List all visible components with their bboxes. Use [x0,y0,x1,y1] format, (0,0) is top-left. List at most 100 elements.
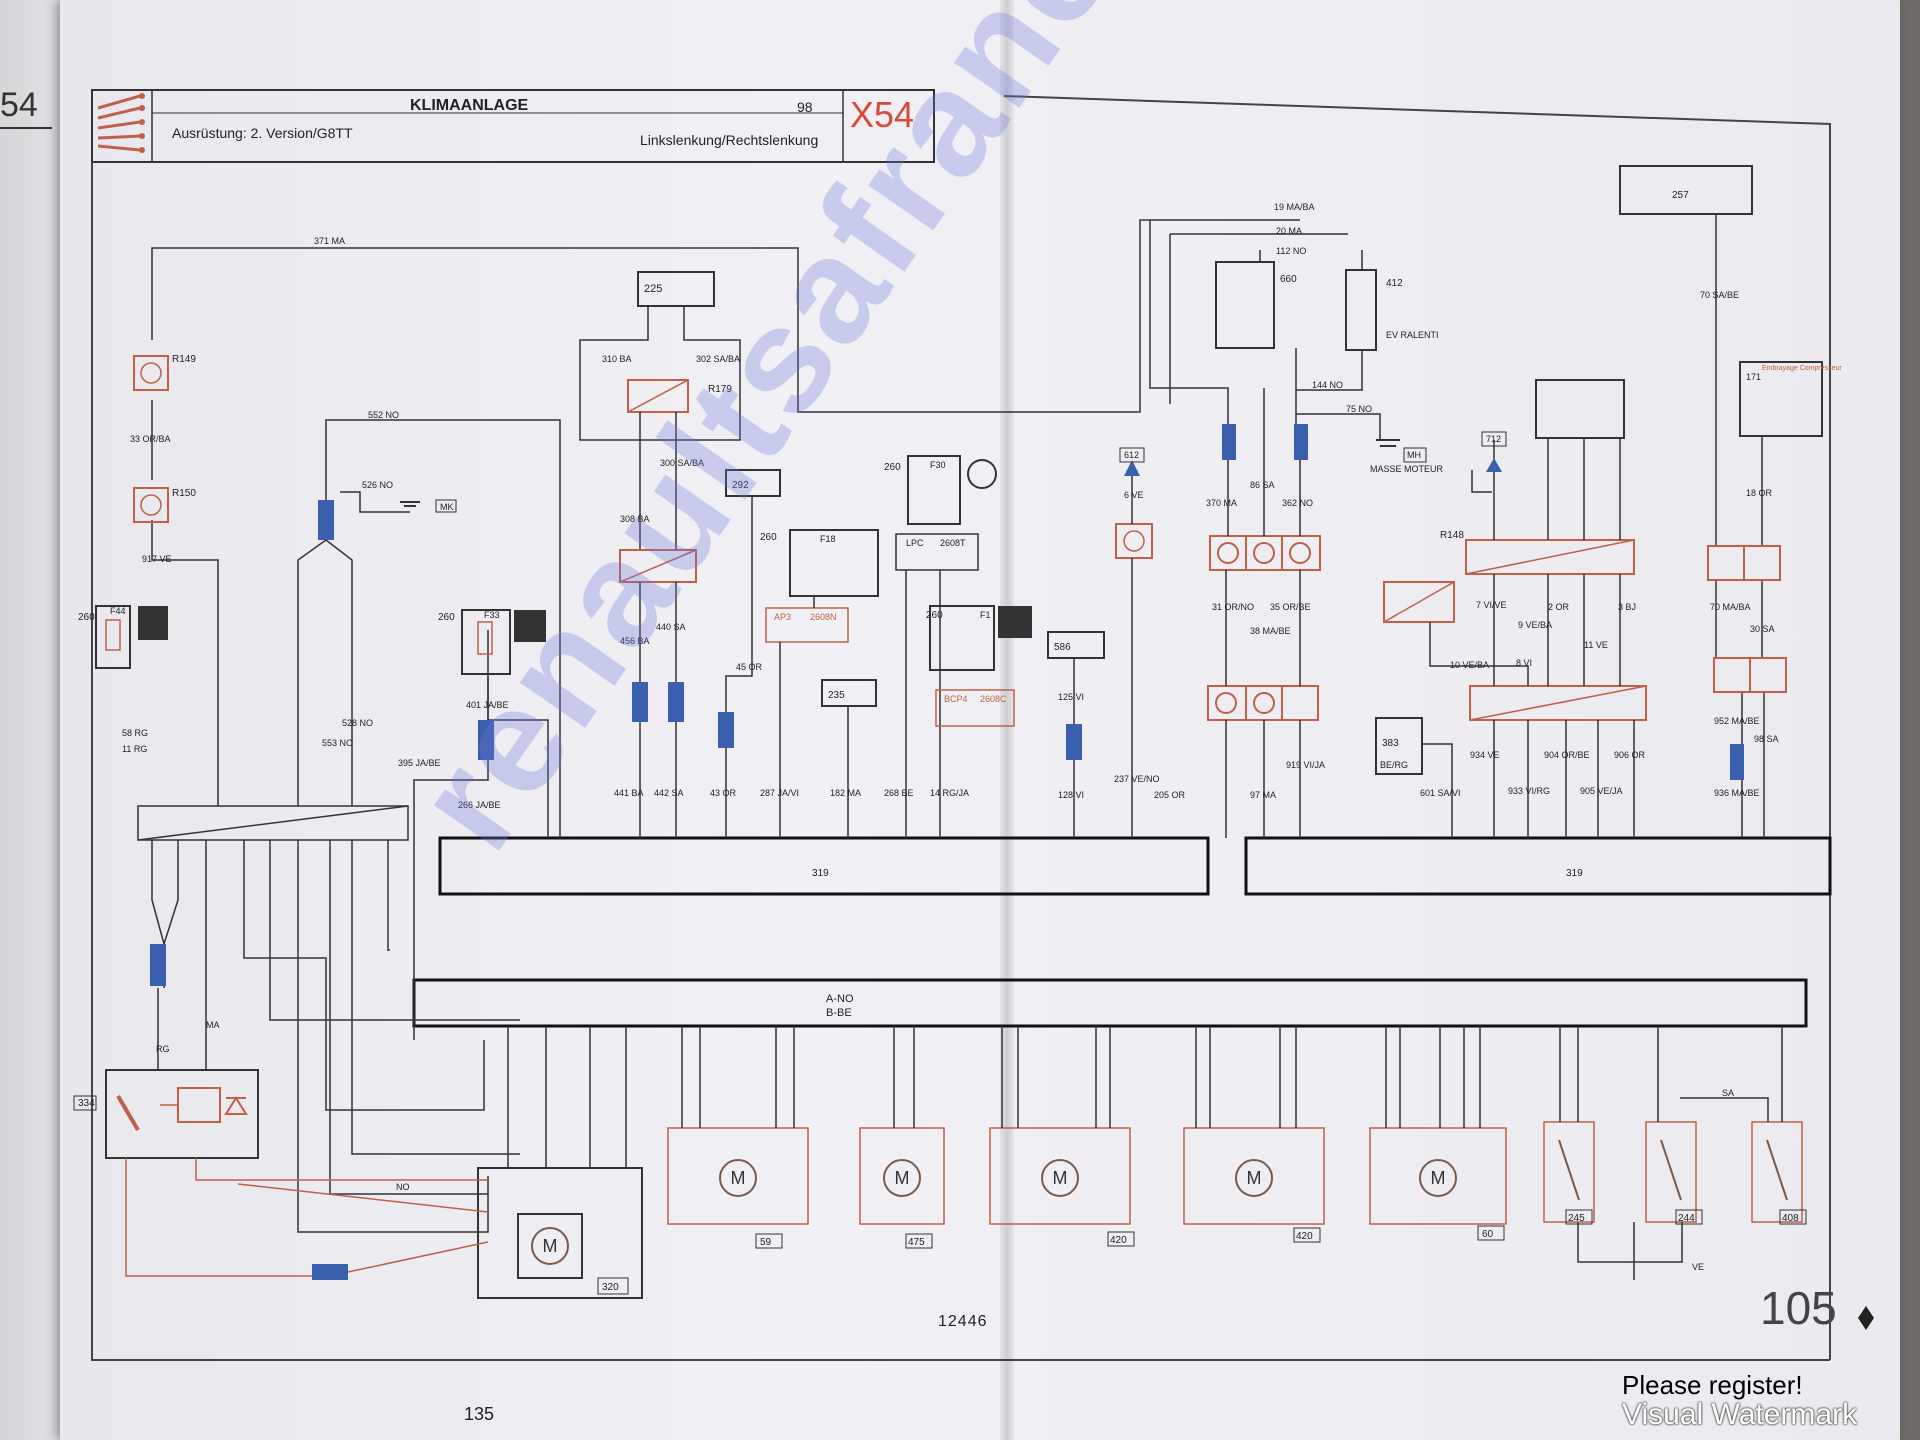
wire-label: 8 VI [1516,658,1532,668]
wire-label: 237 VE/NO [1114,774,1160,784]
component-number: 225 [644,283,662,295]
wire-label: 371 MA [314,236,345,246]
wire-label: 528 NO [342,718,373,728]
diagram-title: KLIMAANLAGE [410,97,529,114]
wire-label: 905 VE/JA [1580,786,1623,796]
steering-label: Linkslenkung/Rechtslenkung [640,132,818,148]
fuse-label: F44 [110,606,126,616]
component-number: 612 [1124,450,1139,460]
wire-label: 401 JA/BE [466,700,509,710]
wire-label: 933 VI/RG [1508,786,1550,796]
sensor-244 [1645,1121,1697,1223]
fuse-label: F30 [930,460,946,470]
wire-label: VE [1692,1262,1704,1272]
wire-label: 395 JA/BE [398,758,441,768]
connector-a-b [412,978,1808,1028]
component-number: 260 [760,532,777,543]
component-660 [1215,261,1275,349]
wire-label: 128 VI [1058,790,1084,800]
wire-label: 43 OR [710,788,737,798]
wire-label: 2 OR [1548,602,1570,612]
wire-label: 442 SA [654,788,684,798]
component-number: 383 [1382,738,1399,749]
wire-label: 31 OR/NO [1212,602,1254,612]
registration-notice: Please register! Visual Watermark [1622,1371,1858,1432]
wire-label: 98 SA [1754,734,1779,744]
connector-319-right [1244,836,1832,896]
wire-label: 144 NO [1312,380,1343,390]
inline-connector-rg [312,1264,348,1280]
pressure-switch [1535,379,1625,439]
component-225 [637,271,715,307]
relay-r150-right [1207,685,1319,721]
relay-be [619,549,697,583]
sensor-245 [1543,1121,1595,1223]
wire-label: 308 BA [620,514,650,524]
wire-label: 38 MA/BE [1250,626,1291,636]
component-number: 60 [1482,1229,1494,1240]
component-number: 660 [1280,274,1297,285]
wire-label: 310 BA [602,354,632,364]
component-number: 320 [602,1282,619,1293]
wire-label: B-BE [826,1007,852,1019]
fuse-f1 [929,605,995,671]
component-label: R149 [172,354,196,365]
wire-label: 300 SA/BA [660,458,704,468]
component-number: 586 [1054,642,1071,653]
fuse-label: F33 [484,610,500,620]
fuse-label: F18 [820,534,836,544]
component-label: R179 [708,384,732,395]
motor-420-a [989,1127,1131,1225]
connector-label: 2608N [810,612,837,622]
wire-label: 936 MA/BE [1714,788,1760,798]
wire-label: 952 MA/BE [1714,716,1760,726]
component-number: 260 [926,610,943,621]
wire-label: 86 SA [1250,480,1275,490]
ground-label: MH [1407,450,1421,460]
wire-label: 370 MA [1206,498,1237,508]
wire-label: 456 BA [620,636,650,646]
wire-label: 934 VE [1470,750,1500,760]
wire-label: SA [1722,1088,1734,1098]
visual-watermark-text: Visual Watermark [1622,1398,1858,1432]
fuse-f30 [907,455,961,525]
wire-label: 19 MA/BA [1274,202,1315,212]
blower-motor-320 [477,1167,643,1299]
wire-label: 182 MA [830,788,861,798]
component-412 [1345,269,1377,351]
wire-label: 904 OR/BE [1544,750,1590,760]
ground-label: MK [440,502,454,512]
wire-label: 30 SA [1750,624,1775,634]
component-label: R148 [1440,530,1464,541]
relay-r149-far-right [1707,545,1781,581]
component-label: BE/RG [1380,760,1408,770]
wire-label: 33 OR/BA [130,434,171,444]
component-label: Embrayage Compresseur [1762,365,1842,372]
wire-label: 287 JA/VI [760,788,799,798]
title-block [91,89,935,163]
page-gutter [1000,0,1014,1440]
wire-label: 112 NO [1276,246,1306,256]
component-number: 257 [1672,190,1689,201]
connector-label: LPC [906,538,924,548]
wire-label: 919 VI/JA [1286,760,1325,770]
wire-label: 553 NO [322,738,353,748]
component-number: 260 [884,462,901,473]
component-number: 235 [828,690,845,701]
wire-label: 601 SA/VI [1420,788,1461,798]
compressor-clutch-171 [1739,361,1823,437]
connector-label: BCP4 [944,694,968,704]
wire-label: 6 VE [1124,490,1144,500]
relay-r149-small [1383,581,1455,623]
fuse-label: F1 [980,610,991,620]
wire-label: 11 VE [1584,640,1608,650]
page-number-right: 105 [1760,1282,1837,1334]
component-257 [1619,165,1753,215]
wire-label: 70 SA/BE [1700,290,1739,300]
connector-x1 [632,682,648,722]
wire-label: 35 OR/BE [1270,602,1311,612]
fuse-f44 [95,605,168,669]
connector-ap3 [765,607,849,643]
relay-r149-left [133,355,169,391]
